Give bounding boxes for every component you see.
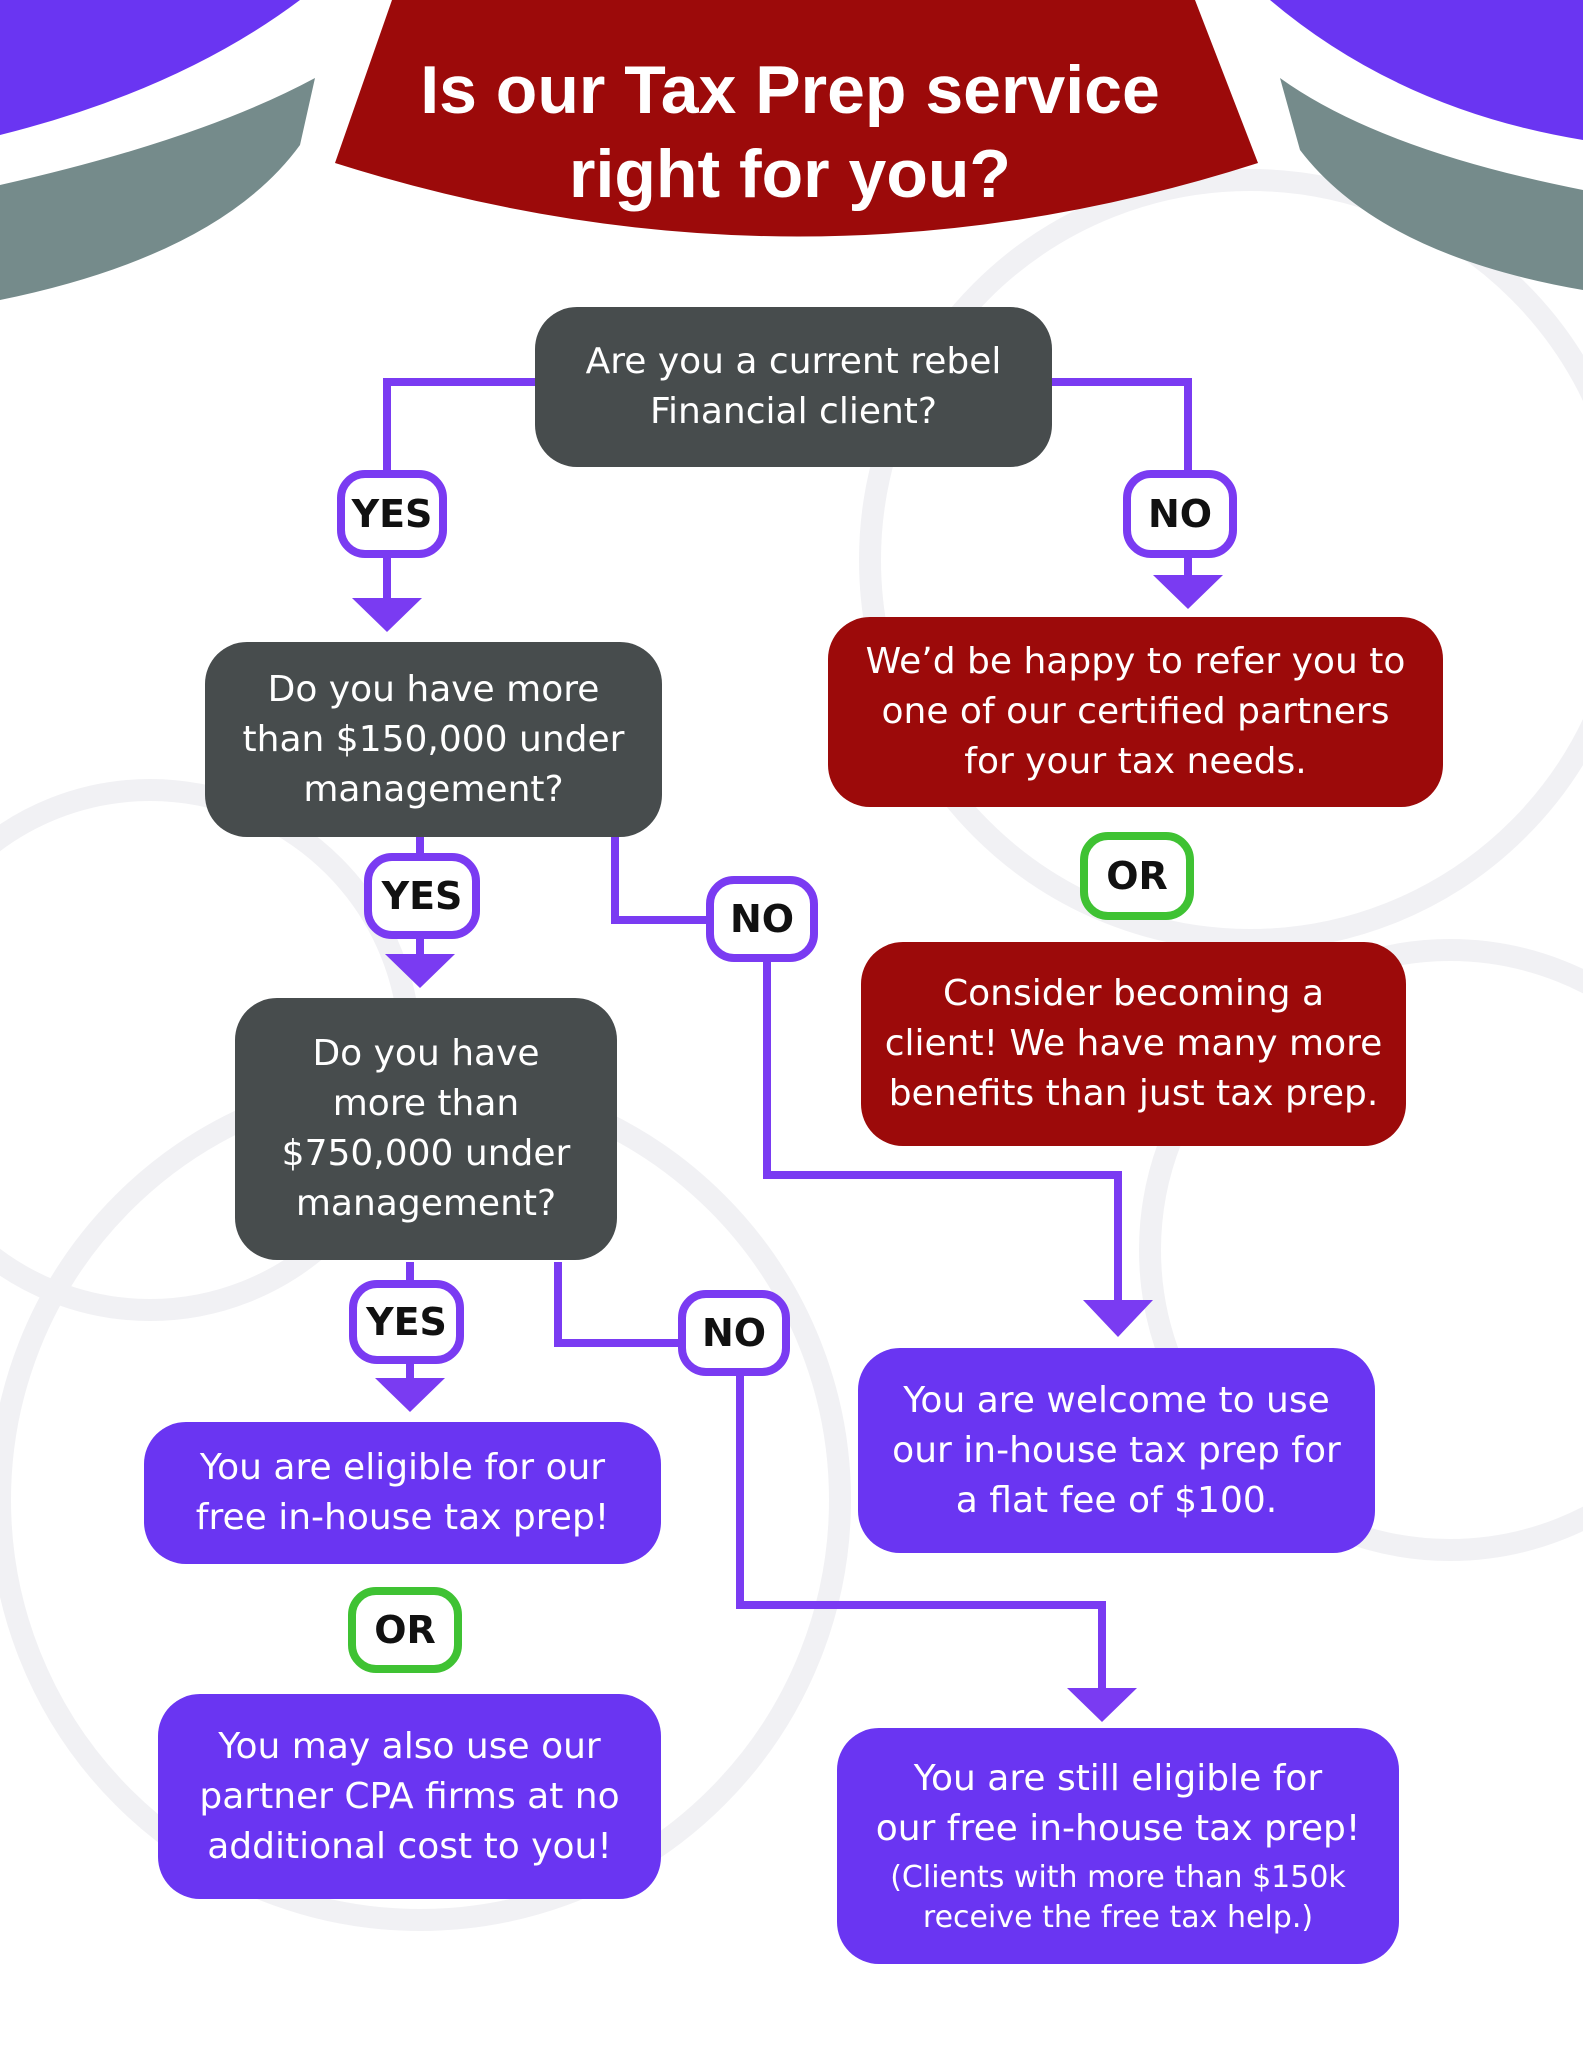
- node-text-line: a flat fee of $100.: [955, 1479, 1278, 1521]
- arrowhead: [1067, 1688, 1137, 1722]
- page-title: Is our Tax Prep service right for you?: [340, 48, 1240, 216]
- arrowhead: [1153, 575, 1223, 609]
- node-text-line: partner CPA firms at no: [199, 1775, 620, 1817]
- yes-label: YES: [349, 1280, 464, 1364]
- no-label: NO: [678, 1290, 790, 1376]
- node-text-line: our in-house tax prep for: [892, 1429, 1341, 1471]
- yes-label: YES: [364, 853, 480, 939]
- node-text-line: benefits than just tax prep.: [888, 1073, 1379, 1114]
- connector-q1-no: [1050, 378, 1192, 470]
- arrowhead: [352, 598, 422, 632]
- node-text-line: management?: [303, 768, 564, 810]
- connector-q3-no: [554, 1262, 678, 1347]
- no-label: NO: [706, 876, 818, 962]
- or-label: OR: [1080, 832, 1194, 920]
- question-current-client: Are you a current rebel Financial client…: [535, 307, 1052, 467]
- arrowhead: [1083, 1300, 1153, 1337]
- node-text-line: free in-house tax prep!: [195, 1497, 610, 1538]
- outcome-partner-cpa: You may also use our partner CPA firms a…: [158, 1694, 661, 1899]
- arrowhead: [375, 1378, 445, 1412]
- node-text-line: Do you have: [312, 1033, 540, 1074]
- connector-q2-no-down: [763, 960, 1122, 1300]
- no-label: NO: [1123, 470, 1237, 558]
- node-text-line: Consider becoming a: [942, 973, 1325, 1014]
- node-text-line: You are eligible for our: [199, 1447, 606, 1488]
- node-text-line: for your tax needs.: [964, 741, 1307, 782]
- node-text-line: We’d be happy to refer you to: [865, 641, 1406, 682]
- question-150k: Do you have more than $150,000 under man…: [205, 642, 662, 837]
- outcome-become-client: Consider becoming a client! We have many…: [861, 942, 1406, 1146]
- node-text-line: Do you have more: [267, 668, 600, 710]
- outcome-refer-partners: We’d be happy to refer you to one of our…: [828, 617, 1443, 807]
- outcome-free-prep: You are eligible for our free in-house t…: [144, 1422, 661, 1564]
- connector-q2-no: [611, 835, 706, 924]
- header-right-gray: [1280, 78, 1583, 290]
- connector-q3-no-down: [736, 1375, 1106, 1690]
- node-text-line: management?: [295, 1183, 557, 1224]
- node-text-line: more than: [332, 1083, 520, 1124]
- node-text-line: You are still eligible for: [913, 1758, 1323, 1799]
- outcome-flat-fee: You are welcome to use our in-house tax …: [858, 1348, 1375, 1553]
- outcome-still-eligible: You are still eligible for our free in-h…: [837, 1728, 1399, 1964]
- page-title-line: right for you?: [569, 136, 1011, 212]
- page-title-line: Is our Tax Prep service: [420, 52, 1160, 128]
- outcome-note-line: (Clients with more than $150k: [890, 1860, 1346, 1895]
- node-text-line: You are welcome to use: [903, 1379, 1330, 1421]
- node-text-line: client! We have many more: [884, 1023, 1383, 1064]
- question-750k: Do you have more than $750,000 under man…: [235, 998, 617, 1260]
- node-text-line: our free in-house tax prep!: [875, 1808, 1361, 1849]
- or-label: OR: [348, 1587, 462, 1673]
- arrowhead: [385, 954, 455, 988]
- node-text-line: additional cost to you!: [207, 1825, 612, 1867]
- node-text-line: Financial client?: [649, 391, 938, 432]
- node-text-line: Are you a current rebel: [585, 341, 1002, 382]
- header-right-purple: [1270, 0, 1583, 140]
- yes-label: YES: [337, 470, 447, 558]
- node-text-line: than $150,000 under: [242, 718, 625, 760]
- header-left-gray: [0, 78, 315, 300]
- node-text-line: $750,000 under: [281, 1133, 571, 1174]
- node-text-line: You may also use our: [218, 1725, 601, 1767]
- node-text-line: one of our certified partners: [881, 691, 1390, 732]
- header-left-purple: [0, 0, 300, 135]
- connector-q1-yes: [383, 378, 540, 470]
- outcome-note-line: receive the free tax help.): [922, 1900, 1314, 1935]
- title-banner: [335, 0, 1258, 237]
